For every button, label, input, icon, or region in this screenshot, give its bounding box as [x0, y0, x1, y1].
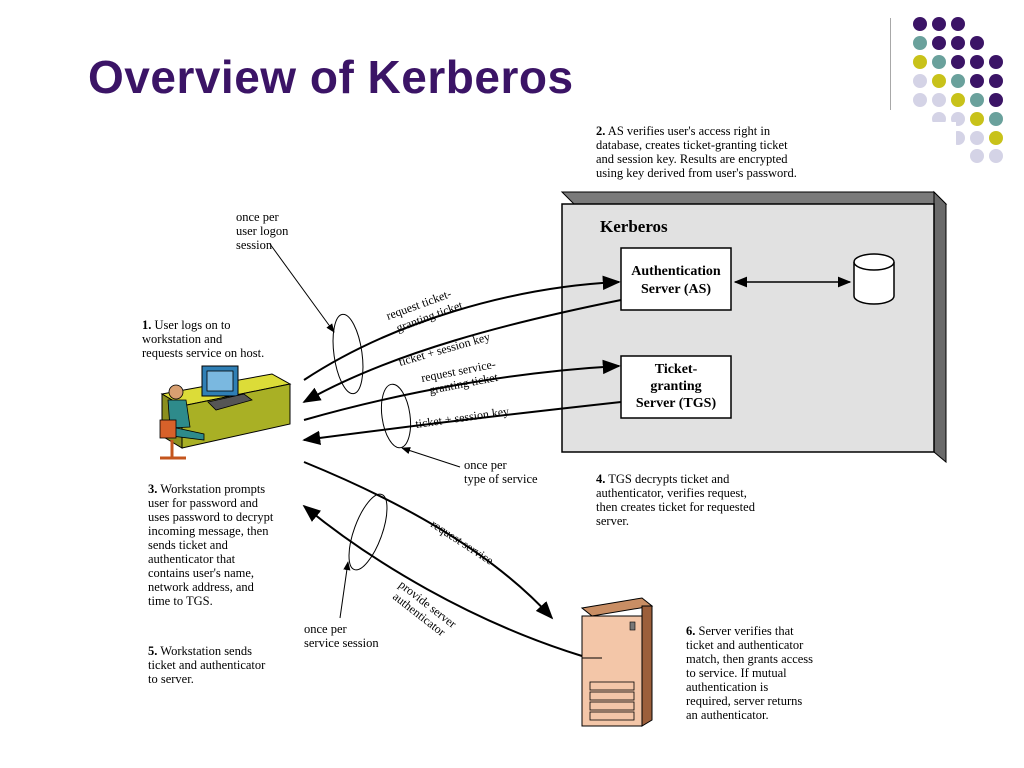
arrow-provide-authenticator: [302, 504, 583, 657]
step-3-text: 3. Workstation prompts user for password…: [148, 482, 274, 608]
decorative-dot: [989, 55, 1003, 69]
tgs-line-2: granting: [650, 379, 701, 394]
slide-title: Overview of Kerberos: [88, 51, 574, 103]
decorative-dot: [989, 149, 1003, 163]
title-divider-line: [890, 18, 891, 110]
callout-pointer-service-type: [401, 447, 461, 468]
decorative-dot: [951, 93, 965, 107]
arrow-request-tgt: [303, 275, 621, 381]
step-6-text: 6. Server verifies that ticket and authe…: [686, 624, 814, 722]
decorative-dot: [932, 36, 946, 50]
decorative-dot: [970, 55, 984, 69]
decorative-dot: [989, 112, 1003, 126]
service-type-ellipse: [380, 383, 412, 449]
decorative-dot: [932, 55, 946, 69]
step-4-text: 4. TGS decrypts ticket and authenticator…: [596, 472, 755, 528]
decorative-dot: [932, 93, 946, 107]
decorative-dot: [989, 74, 1003, 88]
callout-per-service-type: once per type of service: [464, 458, 538, 486]
arrow-ticket-session-key-1: [302, 299, 622, 403]
decorative-dot: [970, 36, 984, 50]
decorative-dot: [951, 36, 965, 50]
decorative-dot: [913, 36, 927, 50]
decorative-dot: [989, 131, 1003, 145]
step-1-text: 1. User logs on to workstation and reque…: [142, 318, 265, 360]
decorative-dot: [932, 74, 946, 88]
workstation-user-icon: [159, 365, 292, 460]
kerberos-diagram: Kerberos Authentication Server (AS) Tick…: [112, 122, 956, 732]
server-tower-icon: [580, 597, 654, 727]
decorative-dot: [913, 74, 927, 88]
step-2-text: 2. AS verifies user's access right in da…: [596, 124, 797, 180]
decorative-dot: [951, 74, 965, 88]
arrow-request-service-ticket: [303, 359, 621, 421]
as-line-1: Authentication: [631, 264, 721, 279]
ticket-granting-server-box: Ticket- granting Server (TGS): [620, 355, 732, 419]
logon-session-ellipse: [332, 313, 364, 395]
as-line-2: Server (AS): [641, 282, 711, 297]
arrow-request-service: [303, 461, 554, 620]
tgs-line-3: Server (TGS): [636, 396, 717, 411]
decorative-dot: [970, 131, 984, 145]
arrow-ticket-session-key-2: [302, 401, 622, 446]
diagram-drawing: Kerberos Authentication Server (AS) Tick…: [159, 190, 948, 727]
callout-per-logon-session: once per user logon session: [236, 210, 289, 252]
authentication-server-box: Authentication Server (AS): [620, 247, 732, 311]
decorative-dot: [989, 93, 1003, 107]
decorative-dot: [913, 55, 927, 69]
label-ticket-key-2: ticket + session key: [414, 404, 509, 431]
decorative-dot: [970, 112, 984, 126]
decorative-dot: [970, 93, 984, 107]
label-request-service: request service: [428, 517, 496, 568]
decorative-dot: [932, 17, 946, 31]
service-session-ellipse: [348, 493, 388, 571]
kerberos-label: Kerberos: [600, 217, 668, 236]
decorative-dot-grid: [913, 17, 1003, 163]
step-5-text: 5. Workstation sends ticket and authenti…: [148, 644, 266, 686]
callout-pointer-service-session: [339, 561, 351, 619]
decorative-dot: [970, 149, 984, 163]
decorative-dot: [951, 55, 965, 69]
callout-per-service-session: once per service session: [304, 622, 379, 650]
decorative-dot: [970, 74, 984, 88]
decorative-dot: [951, 17, 965, 31]
database-icon: [853, 253, 895, 305]
decorative-dot: [913, 17, 927, 31]
tgs-line-1: Ticket-: [655, 362, 698, 377]
decorative-dot: [913, 93, 927, 107]
callout-pointer-logon: [269, 243, 335, 333]
kerberos-server-box: Kerberos: [560, 190, 948, 464]
